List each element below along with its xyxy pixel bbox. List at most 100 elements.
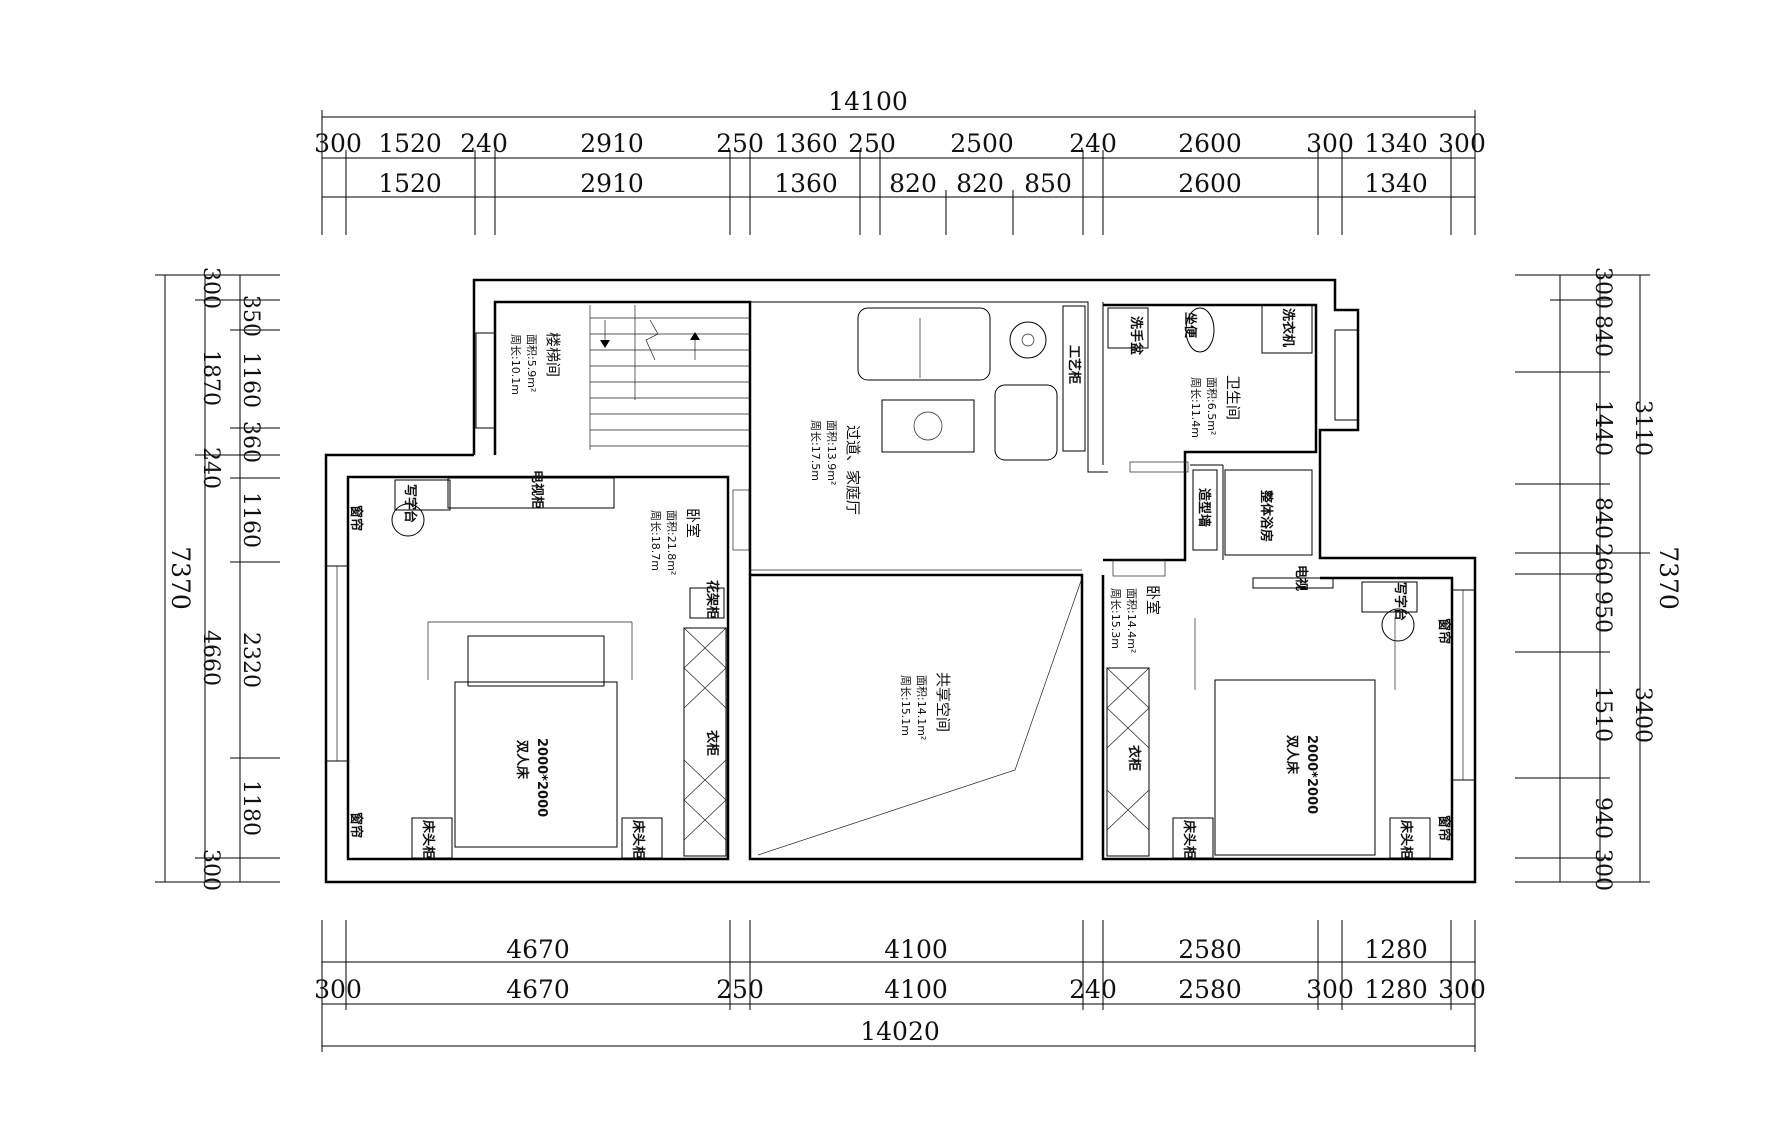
svg-text:床头柜: 床头柜 xyxy=(630,820,646,859)
svg-text:3110: 3110 xyxy=(1630,400,1655,456)
desk xyxy=(394,479,451,511)
svg-text:250: 250 xyxy=(848,129,896,158)
svg-text:面积:14.4m²: 面积:14.4m² xyxy=(1125,588,1138,653)
left-col1-dims: 300 1870 240 4660 300 xyxy=(198,267,223,891)
svg-text:卧室: 卧室 xyxy=(1144,585,1162,615)
svg-text:260: 260 xyxy=(1590,543,1615,585)
top-row1-dims: 300 1520 240 2910 250 1360 250 2500 240 … xyxy=(314,129,1486,158)
svg-text:2600: 2600 xyxy=(1178,129,1242,158)
right-bedroom-furniture: 电视 写字台 窗帘 窗帘 2000*2000 双人床 床头柜 床头柜 衣柜 xyxy=(1106,565,1452,859)
svg-text:350: 350 xyxy=(238,295,263,337)
svg-text:周长:17.5m: 周长:17.5m xyxy=(809,420,822,481)
svg-text:2580: 2580 xyxy=(1178,975,1242,1004)
bottom-row1-dims: 4670 4100 2580 1280 xyxy=(506,935,1428,964)
svg-text:300: 300 xyxy=(314,129,362,158)
svg-text:240: 240 xyxy=(460,129,508,158)
svg-text:周长:15.3m: 周长:15.3m xyxy=(1109,588,1122,649)
bed-size-label: 2000*2000 xyxy=(534,738,549,817)
svg-text:1510: 1510 xyxy=(1590,686,1615,742)
svg-text:4660: 4660 xyxy=(198,630,223,686)
room-hall: 过道、家庭厅 面积:13.9m² 周长:17.5m xyxy=(809,420,862,515)
coffee-table xyxy=(881,399,975,453)
svg-text:850: 850 xyxy=(1024,169,1072,198)
svg-text:2910: 2910 xyxy=(580,169,644,198)
svg-text:1280: 1280 xyxy=(1364,935,1428,964)
svg-text:300: 300 xyxy=(1438,129,1486,158)
svg-text:940: 940 xyxy=(1590,797,1615,839)
top-dimensions: 14100 300 1520 240 2910 250 1360 250 250… xyxy=(314,87,1486,235)
lamp-icon xyxy=(1009,321,1047,359)
tv-label: 电视 xyxy=(1293,565,1309,591)
svg-text:240: 240 xyxy=(1069,129,1117,158)
svg-text:840: 840 xyxy=(1590,497,1615,539)
svg-text:4670: 4670 xyxy=(506,935,570,964)
svg-text:1160: 1160 xyxy=(238,492,263,548)
desk-chair xyxy=(391,503,425,537)
svg-text:300: 300 xyxy=(1306,129,1354,158)
room-bed-left: 卧室 面积:21.8m² 周长:18.7m xyxy=(649,508,702,575)
svg-text:卧室: 卧室 xyxy=(684,508,702,538)
svg-text:4670: 4670 xyxy=(506,975,570,1004)
svg-text:1520: 1520 xyxy=(378,169,442,198)
void-outline xyxy=(757,577,1083,856)
feature-wall-label: 造型墙 xyxy=(1196,488,1212,527)
svg-text:1870: 1870 xyxy=(198,350,223,406)
armchair xyxy=(994,384,1058,461)
wash-basin xyxy=(1107,307,1149,349)
left-col2-dims: 350 1160 360 1160 2320 1180 xyxy=(238,295,263,836)
nightstand-right-left xyxy=(1172,817,1214,859)
bed-label: 双人床 xyxy=(514,740,530,780)
svg-text:1340: 1340 xyxy=(1364,169,1428,198)
tv-cabinet-label: 电视柜 xyxy=(529,470,545,509)
curtain-right-bottom: 窗帘 xyxy=(1436,815,1452,841)
svg-text:1280: 1280 xyxy=(1364,975,1428,1004)
svg-text:950: 950 xyxy=(1590,591,1615,633)
svg-text:300: 300 xyxy=(198,849,223,891)
plant-icon xyxy=(913,411,943,441)
svg-text:1440: 1440 xyxy=(1590,400,1615,456)
svg-text:300: 300 xyxy=(1590,267,1615,309)
room-labels: 楼梯间 面积:5.9m² 周长:10.1m 过道、家庭厅 面积:13.9m² 周… xyxy=(509,332,1242,740)
svg-text:过道、家庭厅: 过道、家庭厅 xyxy=(844,425,862,515)
svg-text:1360: 1360 xyxy=(774,169,838,198)
svg-text:面积:21.8m²: 面积:21.8m² xyxy=(665,510,678,575)
svg-text:250: 250 xyxy=(716,975,764,1004)
nightstand-right-right xyxy=(1389,817,1431,859)
svg-text:2500: 2500 xyxy=(950,129,1014,158)
double-bed-right xyxy=(1214,679,1376,856)
washer-label: 洗衣机 xyxy=(1280,308,1296,347)
top-total-dim: 14100 xyxy=(828,87,908,116)
feature-wall xyxy=(1192,469,1218,551)
svg-text:4100: 4100 xyxy=(884,975,948,1004)
bottom-row2-dims: 300 4670 250 4100 240 2580 300 1280 300 xyxy=(314,975,1486,1004)
wardrobe-label: 衣柜 xyxy=(704,730,720,756)
craft-cabinet-label: 工艺柜 xyxy=(1066,345,1082,384)
shower-label: 整体浴房 xyxy=(1258,489,1274,542)
flower-shelf xyxy=(689,587,725,619)
nightstand-left xyxy=(411,817,453,859)
desk-right-label: 写字台 xyxy=(1392,582,1408,621)
curtain-label-bottom: 窗帘 xyxy=(348,812,364,838)
svg-text:820: 820 xyxy=(956,169,1004,198)
svg-text:周长:10.1m: 周长:10.1m xyxy=(509,334,522,395)
toilet-icon xyxy=(1185,307,1215,353)
hall-furniture: 工艺柜 xyxy=(857,305,1086,461)
svg-text:300: 300 xyxy=(1438,975,1486,1004)
wardrobe xyxy=(683,627,727,857)
wash-basin-label: 洗手盆 xyxy=(1128,316,1144,356)
tv-stand xyxy=(1252,577,1334,589)
nightstand-right xyxy=(621,817,663,859)
svg-text:1180: 1180 xyxy=(238,780,263,836)
svg-text:840: 840 xyxy=(1590,315,1615,357)
svg-text:300: 300 xyxy=(314,975,362,1004)
wardrobe-right-label: 衣柜 xyxy=(1126,745,1142,771)
svg-text:床头柜: 床头柜 xyxy=(420,820,436,859)
svg-text:周长:11.4m: 周长:11.4m xyxy=(1189,377,1202,438)
right-total-dim: 7370 xyxy=(1654,546,1683,610)
left-dimensions: 7370 300 1870 240 4660 300 350 1160 360 … xyxy=(155,267,280,891)
bath-fixtures: 洗手盆 坐便 洗衣机 整体浴房 造型墙 xyxy=(1107,304,1313,556)
svg-text:楼梯间: 楼梯间 xyxy=(544,332,562,377)
bed-size-label-right: 2000*2000 xyxy=(1304,735,1319,814)
right-col2-dims: 3110 3400 xyxy=(1630,400,1655,743)
